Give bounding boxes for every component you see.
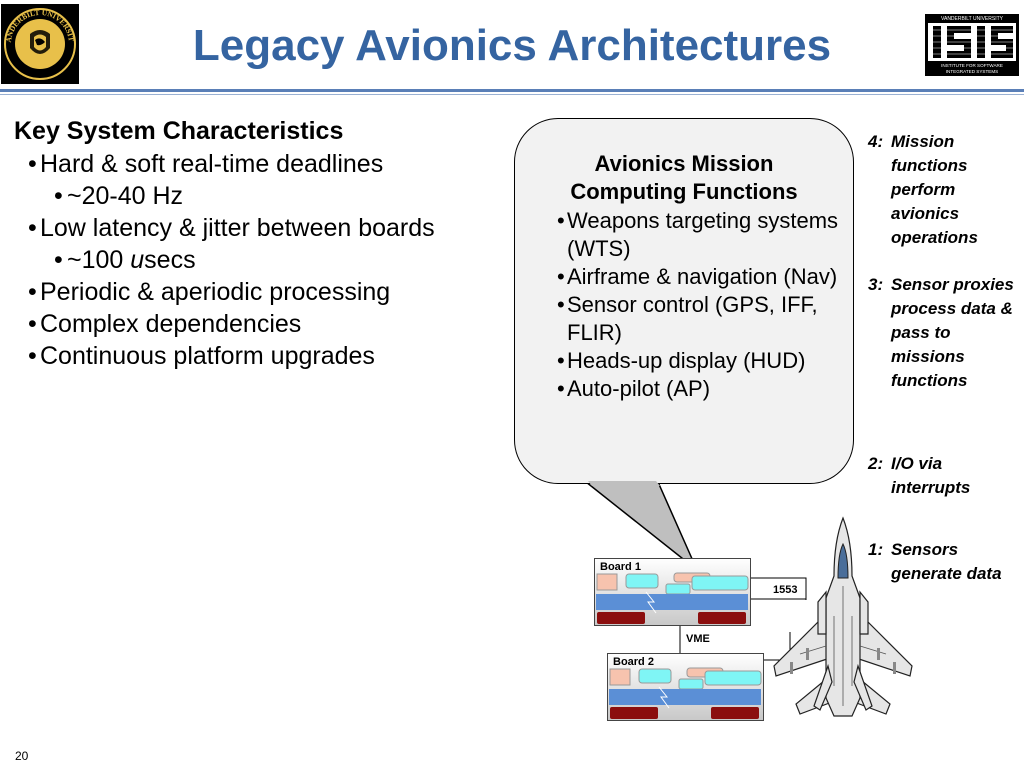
bus-1553-label: 1553 <box>773 584 798 596</box>
mission-functions-callout: Avionics Mission Computing Functions Wea… <box>514 118 854 484</box>
key-characteristics: Key System Characteristics Hard & soft r… <box>14 116 484 372</box>
isis-top-text: VANDERBILT UNIVERSITY <box>941 16 1004 22</box>
step-3: 3: Sensor proxies process data & pass to… <box>868 273 1024 393</box>
isis-bottom-line1: INSTITUTE FOR SOFTWARE <box>941 63 1003 68</box>
key-characteristics-list: Hard & soft real-time deadlines ~20-40 H… <box>14 148 484 372</box>
mission-item-hud: Heads-up display (HUD) <box>515 347 843 375</box>
board-1-label: Board 1 <box>600 561 641 573</box>
step-4-number: 4: <box>868 132 884 151</box>
callout-title-line1: Avionics Mission <box>594 151 774 176</box>
step-1-number: 1: <box>868 540 884 559</box>
usecs-prefix: ~100 <box>67 246 131 274</box>
key-characteristics-heading: Key System Characteristics <box>14 117 344 145</box>
title-rule-thin <box>0 94 1024 95</box>
isis-bottom-line2: INTEGRATED SYSTEMS <box>946 69 999 74</box>
kc-item-deadlines: Hard & soft real-time deadlines <box>14 148 484 180</box>
fighter-jet-icon <box>773 516 913 717</box>
bus-vme-label: VME <box>686 633 710 645</box>
mission-item-wts: Weapons targeting systems (WTS) <box>515 207 843 263</box>
slide-title: Legacy Avionics Architectures <box>192 21 832 70</box>
step-3-text: Sensor proxies process data & pass to mi… <box>891 275 1014 390</box>
step-1: 1: Sensors generate data <box>868 538 1024 586</box>
board-1: Board 1 <box>594 558 751 626</box>
isis-logo-icon: VANDERBILT UNIVERSITY INSTITUTE FOR SOFT… <box>925 14 1019 76</box>
step-2-text: I/O via interrupts <box>891 454 971 497</box>
usecs-suffix: secs <box>144 246 196 274</box>
step-4-text: Mission functions perform avionics opera… <box>891 132 978 247</box>
title-rule <box>0 89 1024 92</box>
step-2: 2: I/O via interrupts <box>868 452 1024 500</box>
kc-subitem-usecs: ~100 usecs <box>14 244 484 276</box>
step-2-number: 2: <box>868 454 884 473</box>
board-2: Board 2 <box>607 653 764 721</box>
mission-item-ap: Auto-pilot (AP) <box>515 375 843 403</box>
page-number: 20 <box>15 749 29 763</box>
usecs-unit-italic: u <box>130 246 145 274</box>
kc-item-dependencies: Complex dependencies <box>14 308 484 340</box>
kc-subitem-rate: ~20-40 Hz <box>14 180 484 212</box>
kc-item-latency: Low latency & jitter between boards <box>14 212 484 244</box>
kc-item-processing: Periodic & aperiodic processing <box>14 276 484 308</box>
mission-functions-list: Weapons targeting systems (WTS) Airframe… <box>515 207 853 403</box>
step-1-text: Sensors generate data <box>891 540 1002 583</box>
mission-item-sensor: Sensor control (GPS, IFF, FLIR) <box>515 291 843 347</box>
step-3-number: 3: <box>868 275 884 294</box>
kc-item-upgrades: Continuous platform upgrades <box>14 340 484 372</box>
callout-title-line2: Computing Functions <box>570 179 798 204</box>
mission-item-nav: Airframe & navigation (Nav) <box>515 263 843 291</box>
board-2-label: Board 2 <box>613 656 654 668</box>
step-4: 4: Mission functions perform avionics op… <box>868 130 1024 250</box>
callout-title: Avionics Mission Computing Functions <box>523 150 845 206</box>
vanderbilt-seal-icon: VANDERBILT UNIVERSITY <box>1 4 79 84</box>
